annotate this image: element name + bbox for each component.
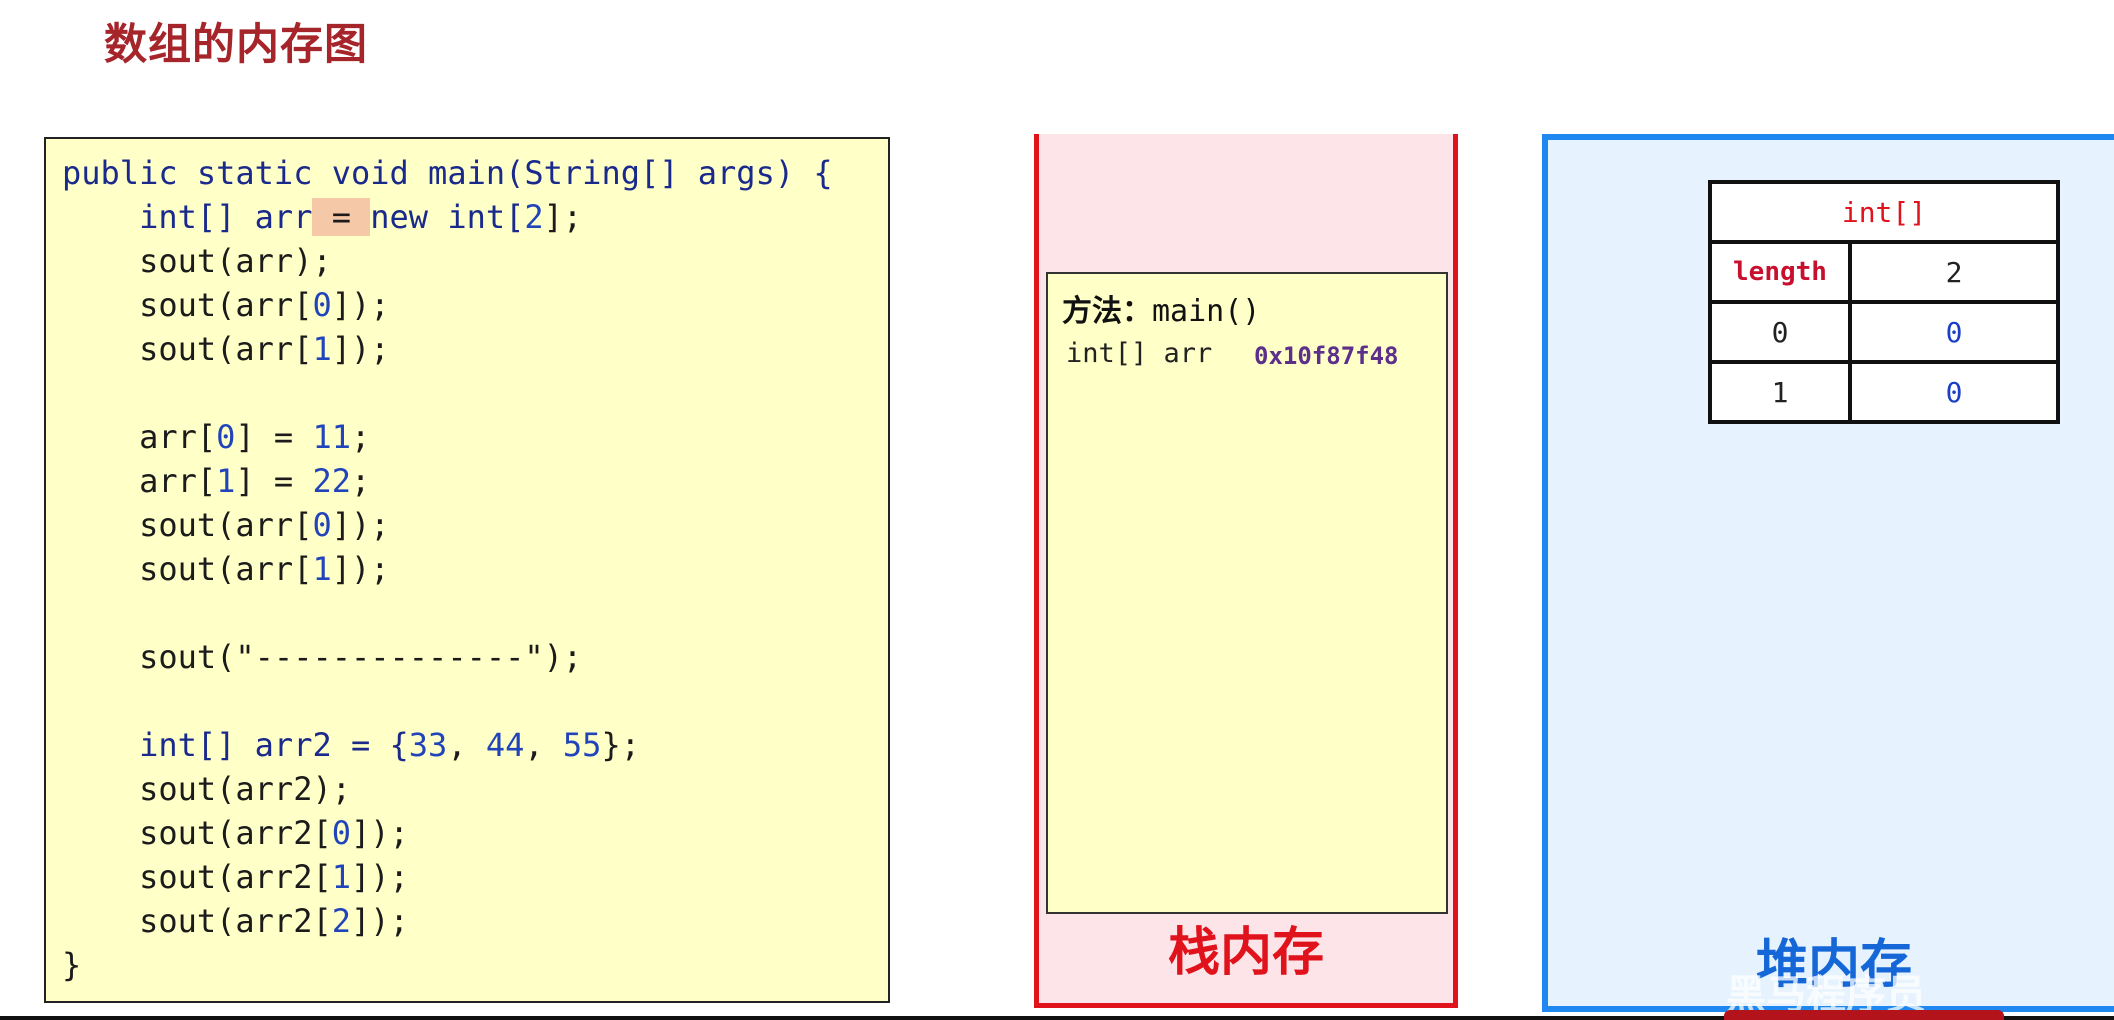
code-token: sout(arr[ — [62, 286, 313, 324]
code-token: new int[ — [370, 198, 525, 236]
code-line: int[] arr2 = {33, 44, 55}; — [62, 723, 640, 767]
code-token: ]); — [331, 506, 390, 544]
code-token: ; — [350, 462, 371, 500]
code-token: sout(arr2[ — [62, 814, 332, 852]
code-token: ]); — [350, 858, 409, 896]
code-line: sout(arr[1]); — [62, 547, 390, 591]
code-token: 0 — [331, 814, 351, 852]
heap-memory-panel: int[] length 2 0 0 1 0 堆内存 黑马程序员 — [1542, 134, 2114, 1018]
code-token: sout(arr); — [62, 242, 332, 280]
code-line: sout(arr2); — [62, 767, 351, 811]
code-token: 0 — [216, 418, 236, 456]
stack-memory-label: 栈内存 — [1167, 923, 1324, 983]
corner-decoration — [1724, 1010, 2004, 1020]
code-token: arr[ — [62, 462, 217, 500]
code-token: int[] arr2 = { — [62, 726, 409, 764]
code-token: sout(arr2); — [62, 770, 351, 808]
code-token: 1 — [312, 550, 332, 588]
stack-frame-main: 方法：main() int[] arr 0x10f87f48 — [1046, 272, 1448, 914]
array-element-row: 1 0 — [1708, 360, 2060, 424]
slide-title: 数组的内存图 — [104, 20, 368, 70]
code-token: 1 — [312, 330, 332, 368]
code-line: sout(arr[0]); — [62, 283, 390, 327]
code-token: 1 — [331, 858, 351, 896]
code-token: ; — [350, 418, 371, 456]
code-token: 2 — [524, 198, 544, 236]
code-token: 0 — [312, 506, 332, 544]
code-token: public static void main(String[] args) { — [62, 154, 833, 192]
code-token: sout(arr[ — [62, 550, 313, 588]
code-token: , — [447, 726, 486, 764]
stack-memory-panel: 方法：main() int[] arr 0x10f87f48 栈内存 — [1034, 134, 1458, 1008]
code-token: sout(arr2[ — [62, 858, 332, 896]
code-line: sout("--------------"); — [62, 635, 582, 679]
code-line: sout(arr2[2]); — [62, 899, 409, 943]
code-line: } — [62, 943, 81, 987]
code-token: 2 — [331, 902, 351, 940]
array-element-value: 0 — [1848, 360, 2060, 424]
code-line: sout(arr[0]); — [62, 503, 390, 547]
code-token: 11 — [312, 418, 351, 456]
code-token: 44 — [485, 726, 525, 764]
code-token: sout(arr2[ — [62, 902, 332, 940]
frame-var-address: 0x10f87f48 — [1254, 342, 1399, 370]
code-token: sout("--------------"); — [62, 638, 583, 676]
code-token: ]); — [331, 550, 390, 588]
code-line: sout(arr2[1]); — [62, 855, 409, 899]
code-line: sout(arr2[0]); — [62, 811, 409, 855]
frame-method-name: main() — [1152, 294, 1261, 329]
code-token: ] = — [235, 418, 313, 456]
array-element-row: 0 0 — [1708, 300, 2060, 364]
code-token: 33 — [408, 726, 448, 764]
code-line: public static void main(String[] args) { — [62, 151, 833, 195]
array-element-index: 0 — [1708, 300, 1852, 364]
code-token: ]); — [350, 902, 409, 940]
code-line: sout(arr[1]); — [62, 327, 390, 371]
code-token: ]); — [350, 814, 409, 852]
array-element-index: 1 — [1708, 360, 1852, 424]
array-length-value: 2 — [1848, 240, 2060, 304]
code-token: sout(arr[ — [62, 330, 313, 368]
frame-method-label: 方法： — [1062, 294, 1152, 329]
code-token: 55 — [562, 726, 602, 764]
code-line: arr[0] = 11; — [62, 415, 370, 459]
code-token: int[] arr — [62, 198, 313, 236]
code-panel: public static void main(String[] args) {… — [44, 137, 890, 1003]
code-token: ]; — [543, 198, 583, 236]
code-line: sout(arr); — [62, 239, 332, 283]
code-line: arr[1] = 22; — [62, 459, 370, 503]
code-token: }; — [601, 726, 640, 764]
code-token: = — [312, 198, 371, 236]
code-token: arr[ — [62, 418, 217, 456]
array-length-key: length — [1708, 240, 1852, 304]
code-token: 1 — [216, 462, 236, 500]
code-token: ]); — [331, 286, 390, 324]
code-token: ] = — [235, 462, 313, 500]
code-token: 22 — [312, 462, 351, 500]
code-token: sout(arr[ — [62, 506, 313, 544]
code-token: , — [524, 726, 563, 764]
code-token: } — [62, 946, 82, 984]
bottom-divider — [0, 1016, 2114, 1020]
heap-memory-label: 堆内存 — [1756, 935, 1913, 995]
frame-var-declaration: int[] arr — [1066, 338, 1213, 369]
frame-title: 方法：main() — [1062, 286, 1260, 330]
code-token: ]); — [331, 330, 390, 368]
code-token: 0 — [312, 286, 332, 324]
array-type-header: int[] — [1708, 180, 2060, 244]
array-element-value: 0 — [1848, 300, 2060, 364]
heap-array-object: int[] length 2 0 0 1 0 — [1708, 180, 2060, 424]
code-line: int[] arr = new int[2]; — [62, 195, 582, 239]
